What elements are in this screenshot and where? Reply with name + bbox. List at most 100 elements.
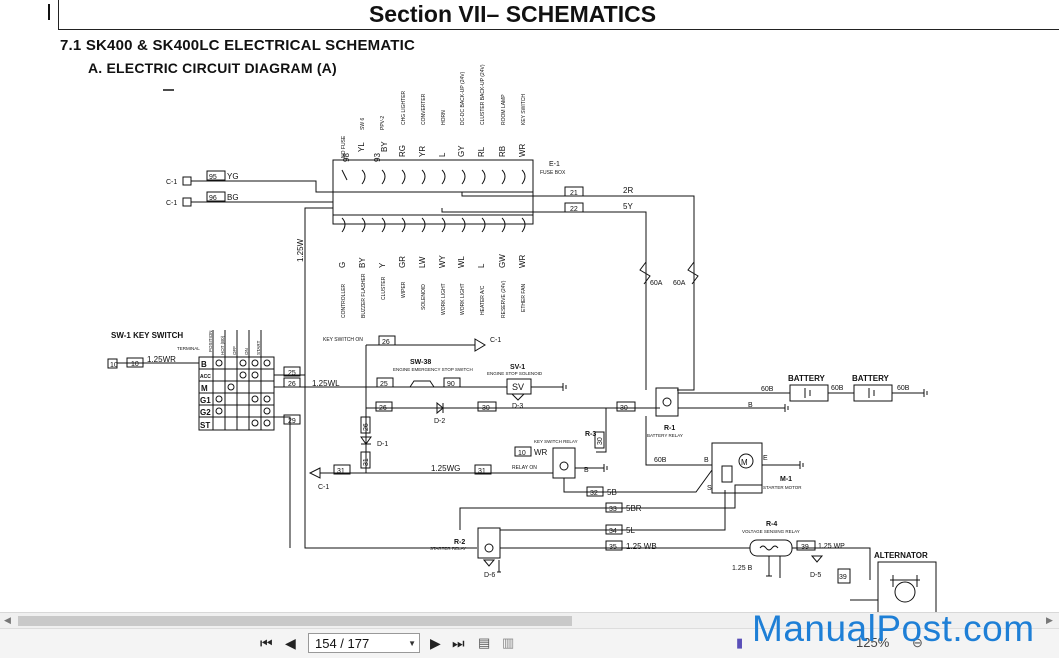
top-label-4: CHG LIGHTER <box>401 90 407 125</box>
wire-25: 25 <box>288 370 296 377</box>
wire-wr: WR <box>534 448 548 457</box>
wire-125wl: 1.25WL <box>312 379 340 388</box>
wire-5y: 5Y <box>623 202 633 211</box>
bottom-label-6: WORK LIGHT <box>441 283 447 315</box>
fuse-box-id: E-1 <box>549 161 560 168</box>
scroll-left-arrow-icon[interactable]: ◀ <box>4 615 11 625</box>
bottom-wire-wl: WL <box>457 255 466 268</box>
diode-d5: D-5 <box>810 572 821 579</box>
key-switch-title: SW-1 KEY SWITCH <box>111 331 183 340</box>
wire-60b: 60B <box>761 386 774 393</box>
top-wire-rg: RG <box>398 145 407 157</box>
starter-b-term: B <box>704 457 709 464</box>
top-label-10: KEY SWITCH <box>521 94 527 125</box>
bottom-wire-gr: GR <box>398 256 407 268</box>
zoom-out-icon[interactable]: ⊖ <box>912 635 923 650</box>
starter-motor-box <box>711 442 763 494</box>
top-wire-98: 98 <box>342 153 351 162</box>
top-label-1: NO FUSE <box>341 135 347 158</box>
title-frame-left <box>58 0 59 30</box>
wire-30c: 30 <box>597 437 604 445</box>
top-label-8: CLUSTER BACK-UP (24V) <box>480 64 486 125</box>
chevron-down-icon[interactable]: ▼ <box>408 639 416 648</box>
first-page-icon[interactable]: ⏮ <box>260 635 273 651</box>
wire-34: 34 <box>609 528 617 535</box>
bottom-label-7: WORK LIGHT <box>460 283 466 315</box>
wire-26: 26 <box>288 381 296 388</box>
wire-29: 29 <box>288 418 296 425</box>
wire-125wb: 1.25 WB <box>626 542 657 551</box>
fit-width-icon[interactable]: ▥ <box>502 635 515 650</box>
ks-row-g1: G1 <box>200 396 211 405</box>
top-wire-yl: YL <box>357 142 366 152</box>
relay-on-label: RELAY ON <box>512 465 537 471</box>
page-number-input[interactable]: 154 / 177 ▼ <box>308 633 420 653</box>
fit-page-icon[interactable]: ▤ <box>478 635 491 650</box>
top-label-7: DC-DC BACK-UP (24V) <box>460 71 466 125</box>
wire-26d: 26 <box>363 423 370 431</box>
ks-row-b: B <box>201 360 207 369</box>
wire-30b: 30 <box>620 405 628 412</box>
top-wire-rl: RL <box>477 146 486 157</box>
bottom-wire-wy: WY <box>438 254 447 268</box>
next-page-icon[interactable]: ▶ <box>430 635 441 651</box>
ks-row-g2: G2 <box>200 408 211 417</box>
starter-m-label: M <box>741 458 748 467</box>
ks-col-position: POSITION <box>208 330 213 352</box>
wire-10: 10 <box>131 361 139 368</box>
bottom-label-5: SOLENOID <box>421 284 427 310</box>
top-label-5: CONVERTER <box>421 93 427 125</box>
wire-60b-2: 60B <box>654 457 667 464</box>
top-label-3: PPV-2 <box>380 116 386 130</box>
key-switch-on-label: KEY SWITCH ON <box>323 337 363 343</box>
bottom-label-1: CONTROLLER <box>341 283 347 318</box>
top-label-2: SW 6 <box>360 118 366 130</box>
wire-96: 96 <box>209 195 217 202</box>
starter-s-term: S <box>707 485 712 492</box>
fusible-60a-2: 60A <box>673 280 686 287</box>
zoom-level[interactable]: 125% <box>856 635 890 650</box>
wire-10b: 10 <box>518 450 526 457</box>
ks-col-off: OFF <box>232 346 237 355</box>
wire-39b: 39 <box>839 574 847 581</box>
diode-d3: D-3 <box>512 403 523 410</box>
section-subtitle: 7.1 SK400 & SK400LC ELECTRICAL SCHEMATIC <box>60 37 416 54</box>
alternator-label: ALTERNATOR <box>874 551 928 560</box>
bottom-wire-l: L <box>477 263 486 268</box>
connector-c1-a: C-1 <box>490 337 501 344</box>
bottom-wire-g: G <box>338 262 347 268</box>
bottom-label-9: RESERVE (24V) <box>501 280 507 318</box>
ks-row-acc: ACC <box>200 374 211 380</box>
wire-22: 22 <box>570 206 578 213</box>
scrollbar-thumb[interactable] <box>18 616 572 626</box>
wire-60b-4: 60B <box>897 385 910 392</box>
bottom-label-8: HEATER A/C <box>480 285 486 315</box>
r4-desc: VOLTAGE SENSING RELAY <box>742 529 800 534</box>
diode-d1: D-1 <box>377 441 388 448</box>
wire-5b: 5B <box>607 488 617 497</box>
top-label-9: ROOM LAMP <box>501 94 507 125</box>
scroll-right-arrow-icon[interactable]: ▶ <box>1046 615 1053 625</box>
document-page: Section VII– SCHEMATICS 7.1 SK400 & SK40… <box>48 0 1059 612</box>
electrical-schematic: E-1 FUSE BOX NO FUSE SW 6 PPV-2 CHG LIGH… <box>107 64 937 612</box>
wire-125b: 1.25 B <box>732 565 753 572</box>
previous-page-icon[interactable]: ◀ <box>285 635 296 651</box>
wire-30: 30 <box>482 405 490 412</box>
watermark: ManualPost.com <box>752 608 1035 649</box>
fuse-row-bottom <box>341 217 526 233</box>
bottom-wire-by: BY <box>358 257 367 268</box>
ks-row-st: ST <box>200 421 210 430</box>
wire-26c: 26 <box>379 405 387 412</box>
wire-125w: 1.25W <box>296 238 305 262</box>
starter-e-term: E <box>763 455 768 462</box>
single-page-view-icon[interactable]: ▮ <box>736 635 744 650</box>
fusible-60a-1: 60A <box>650 280 663 287</box>
ks-col-terminal: TERMINAL <box>177 346 200 351</box>
wire-31: 31 <box>363 458 370 466</box>
r2-desc: STARTER RELAY <box>430 546 466 551</box>
horizontal-scrollbar[interactable]: ◀ ▶ <box>0 612 1059 629</box>
last-page-icon[interactable]: ⏭ <box>452 635 465 651</box>
top-label-6: HORN <box>441 110 447 125</box>
bottom-wire-gw: GW <box>498 254 507 268</box>
wire-125wp: 1.25 WP <box>818 543 845 550</box>
